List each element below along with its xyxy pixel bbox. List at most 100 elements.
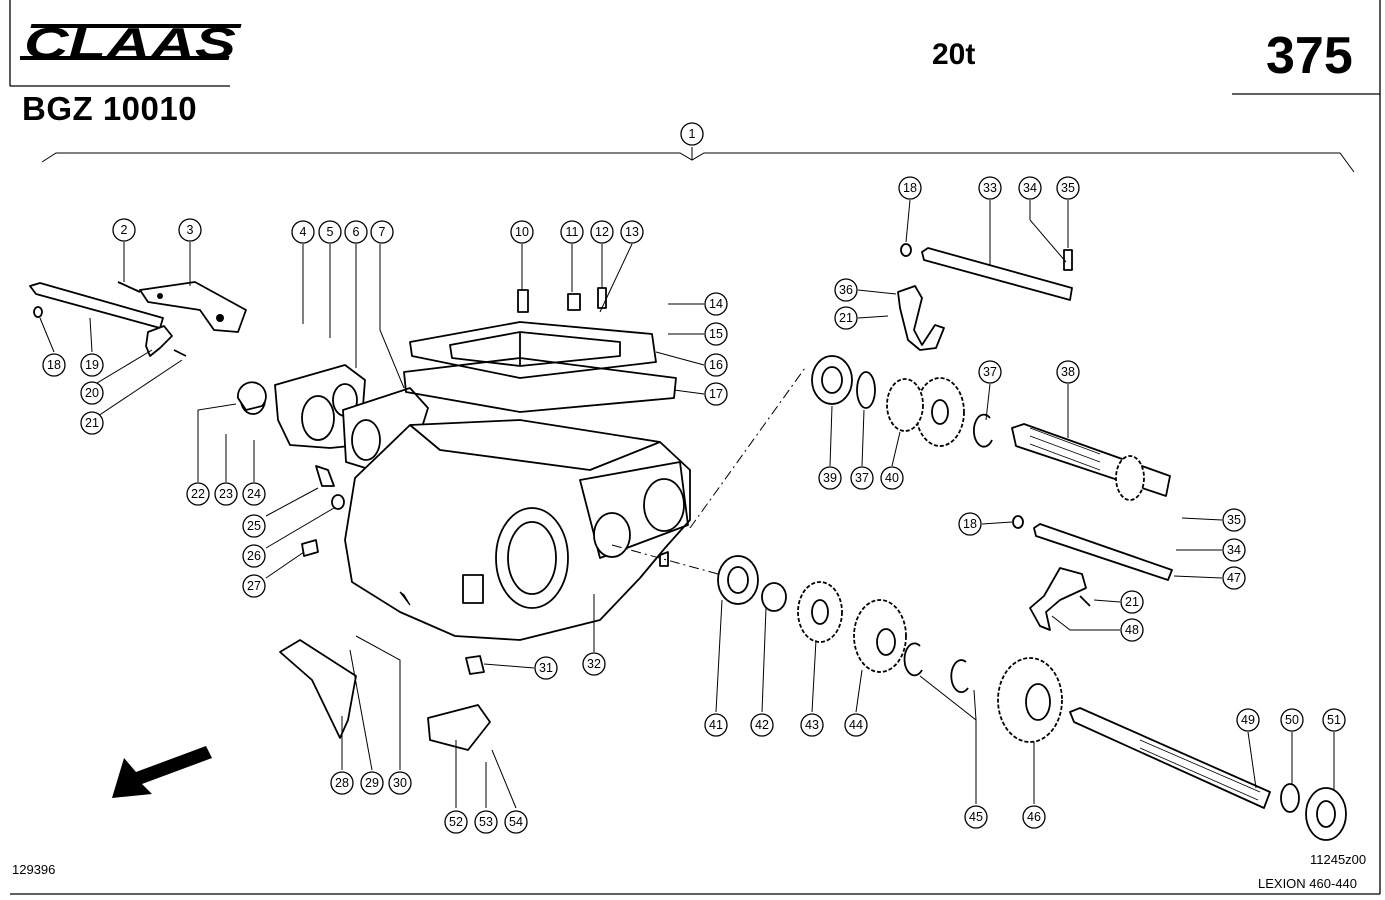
callout-42: 42	[750, 713, 774, 737]
callout-10: 10	[510, 220, 534, 244]
svg-text:12: 12	[595, 225, 609, 239]
guard-28	[279, 639, 357, 739]
valve-25	[315, 465, 335, 487]
part-number: BGZ 10010	[22, 90, 198, 127]
shaft-19	[29, 282, 164, 329]
svg-text:45: 45	[969, 810, 983, 824]
nipple-11	[567, 293, 581, 311]
callout-16: 16	[704, 353, 728, 377]
svg-text:31: 31	[539, 661, 553, 675]
svg-text:34: 34	[1023, 181, 1037, 195]
circlip-45a	[903, 642, 923, 677]
callout-7: 7	[370, 220, 394, 244]
bracket-3	[117, 281, 247, 333]
svg-text:7: 7	[379, 225, 386, 239]
svg-text:16: 16	[709, 358, 723, 372]
callout-12: 12	[590, 220, 614, 244]
callout-28: 28	[330, 771, 354, 795]
callout-50: 50	[1280, 708, 1304, 732]
svg-text:18: 18	[903, 181, 917, 195]
callout-18a: 18	[42, 353, 66, 377]
callout-11: 11	[560, 220, 584, 244]
svg-text:24: 24	[247, 487, 261, 501]
callout-19: 19	[80, 353, 104, 377]
svg-text:13: 13	[625, 225, 639, 239]
callout-43: 43	[800, 713, 824, 737]
svg-text:25: 25	[247, 519, 261, 533]
callout-46: 46	[1022, 805, 1046, 829]
callout-35a: 35	[1056, 176, 1080, 200]
svg-text:44: 44	[849, 718, 863, 732]
shaft-49	[1069, 707, 1271, 809]
plug-31	[465, 655, 485, 675]
svg-text:46: 46	[1027, 810, 1041, 824]
lever-20	[145, 325, 187, 357]
svg-text:37: 37	[983, 365, 997, 379]
callout-21b: 21	[834, 306, 858, 330]
seal-22	[237, 381, 267, 411]
svg-text:6: 6	[353, 225, 360, 239]
svg-text:35: 35	[1061, 181, 1075, 195]
callout-53: 53	[474, 810, 498, 834]
callout-52: 52	[444, 810, 468, 834]
callout-24: 24	[242, 482, 266, 506]
callout-44: 44	[844, 713, 868, 737]
callout-40: 40	[880, 466, 904, 490]
callout-34a: 34	[1018, 176, 1042, 200]
svg-text:26: 26	[247, 549, 261, 563]
figure-reference: 11245z00	[1310, 852, 1367, 867]
svg-text:17: 17	[709, 387, 723, 401]
callout-17: 17	[704, 382, 728, 406]
callout-22: 22	[186, 482, 210, 506]
ring-50	[1280, 783, 1300, 813]
page-number: 375	[1266, 27, 1353, 85]
svg-text:19: 19	[85, 358, 99, 372]
svg-text:CLAAS: CLAAS	[24, 19, 236, 68]
circlip-37	[972, 413, 993, 448]
svg-text:48: 48	[1125, 623, 1139, 637]
svg-text:10: 10	[515, 225, 529, 239]
svg-text:3: 3	[187, 223, 194, 237]
callout-51: 51	[1322, 708, 1346, 732]
claas-logo: CLAAS	[20, 19, 242, 68]
callout-38: 38	[1056, 360, 1080, 384]
leader-lines	[39, 199, 1335, 809]
shaft-38	[1011, 423, 1171, 501]
gearbox-housing-32	[344, 419, 691, 641]
svg-text:42: 42	[755, 718, 769, 732]
svg-text:1: 1	[689, 127, 696, 141]
svg-text:30: 30	[393, 776, 407, 790]
callout-34b: 34	[1222, 538, 1246, 562]
svg-text:43: 43	[805, 718, 819, 732]
svg-text:14: 14	[709, 297, 723, 311]
callout-23: 23	[214, 482, 238, 506]
svg-text:50: 50	[1285, 713, 1299, 727]
fork-36	[897, 285, 945, 351]
callout-18b: 18	[898, 176, 922, 200]
callout-26: 26	[242, 544, 266, 568]
svg-text:54: 54	[509, 815, 523, 829]
bearing-51	[1305, 787, 1347, 841]
svg-text:49: 49	[1241, 713, 1255, 727]
callout-37b: 37	[850, 466, 874, 490]
cover-plate-6	[240, 364, 366, 449]
svg-text:41: 41	[709, 718, 723, 732]
svg-text:35: 35	[1227, 513, 1241, 527]
svg-text:21: 21	[85, 416, 99, 430]
bushing-42	[761, 582, 787, 612]
callout-27: 27	[242, 574, 266, 598]
cover-52	[427, 704, 491, 751]
callout-31: 31	[534, 656, 558, 680]
document-reference: 129396	[12, 862, 56, 877]
bearing-41	[717, 555, 759, 605]
gasket-7	[342, 387, 429, 471]
callout-41: 41	[704, 713, 728, 737]
callout-6: 6	[344, 220, 368, 244]
svg-text:21: 21	[1125, 595, 1139, 609]
frame-lines	[9, 0, 1381, 895]
fork-48	[1029, 567, 1091, 631]
svg-text:39: 39	[823, 471, 837, 485]
callout-39: 39	[818, 466, 842, 490]
svg-text:38: 38	[1061, 365, 1075, 379]
callout-37a: 37	[978, 360, 1002, 384]
